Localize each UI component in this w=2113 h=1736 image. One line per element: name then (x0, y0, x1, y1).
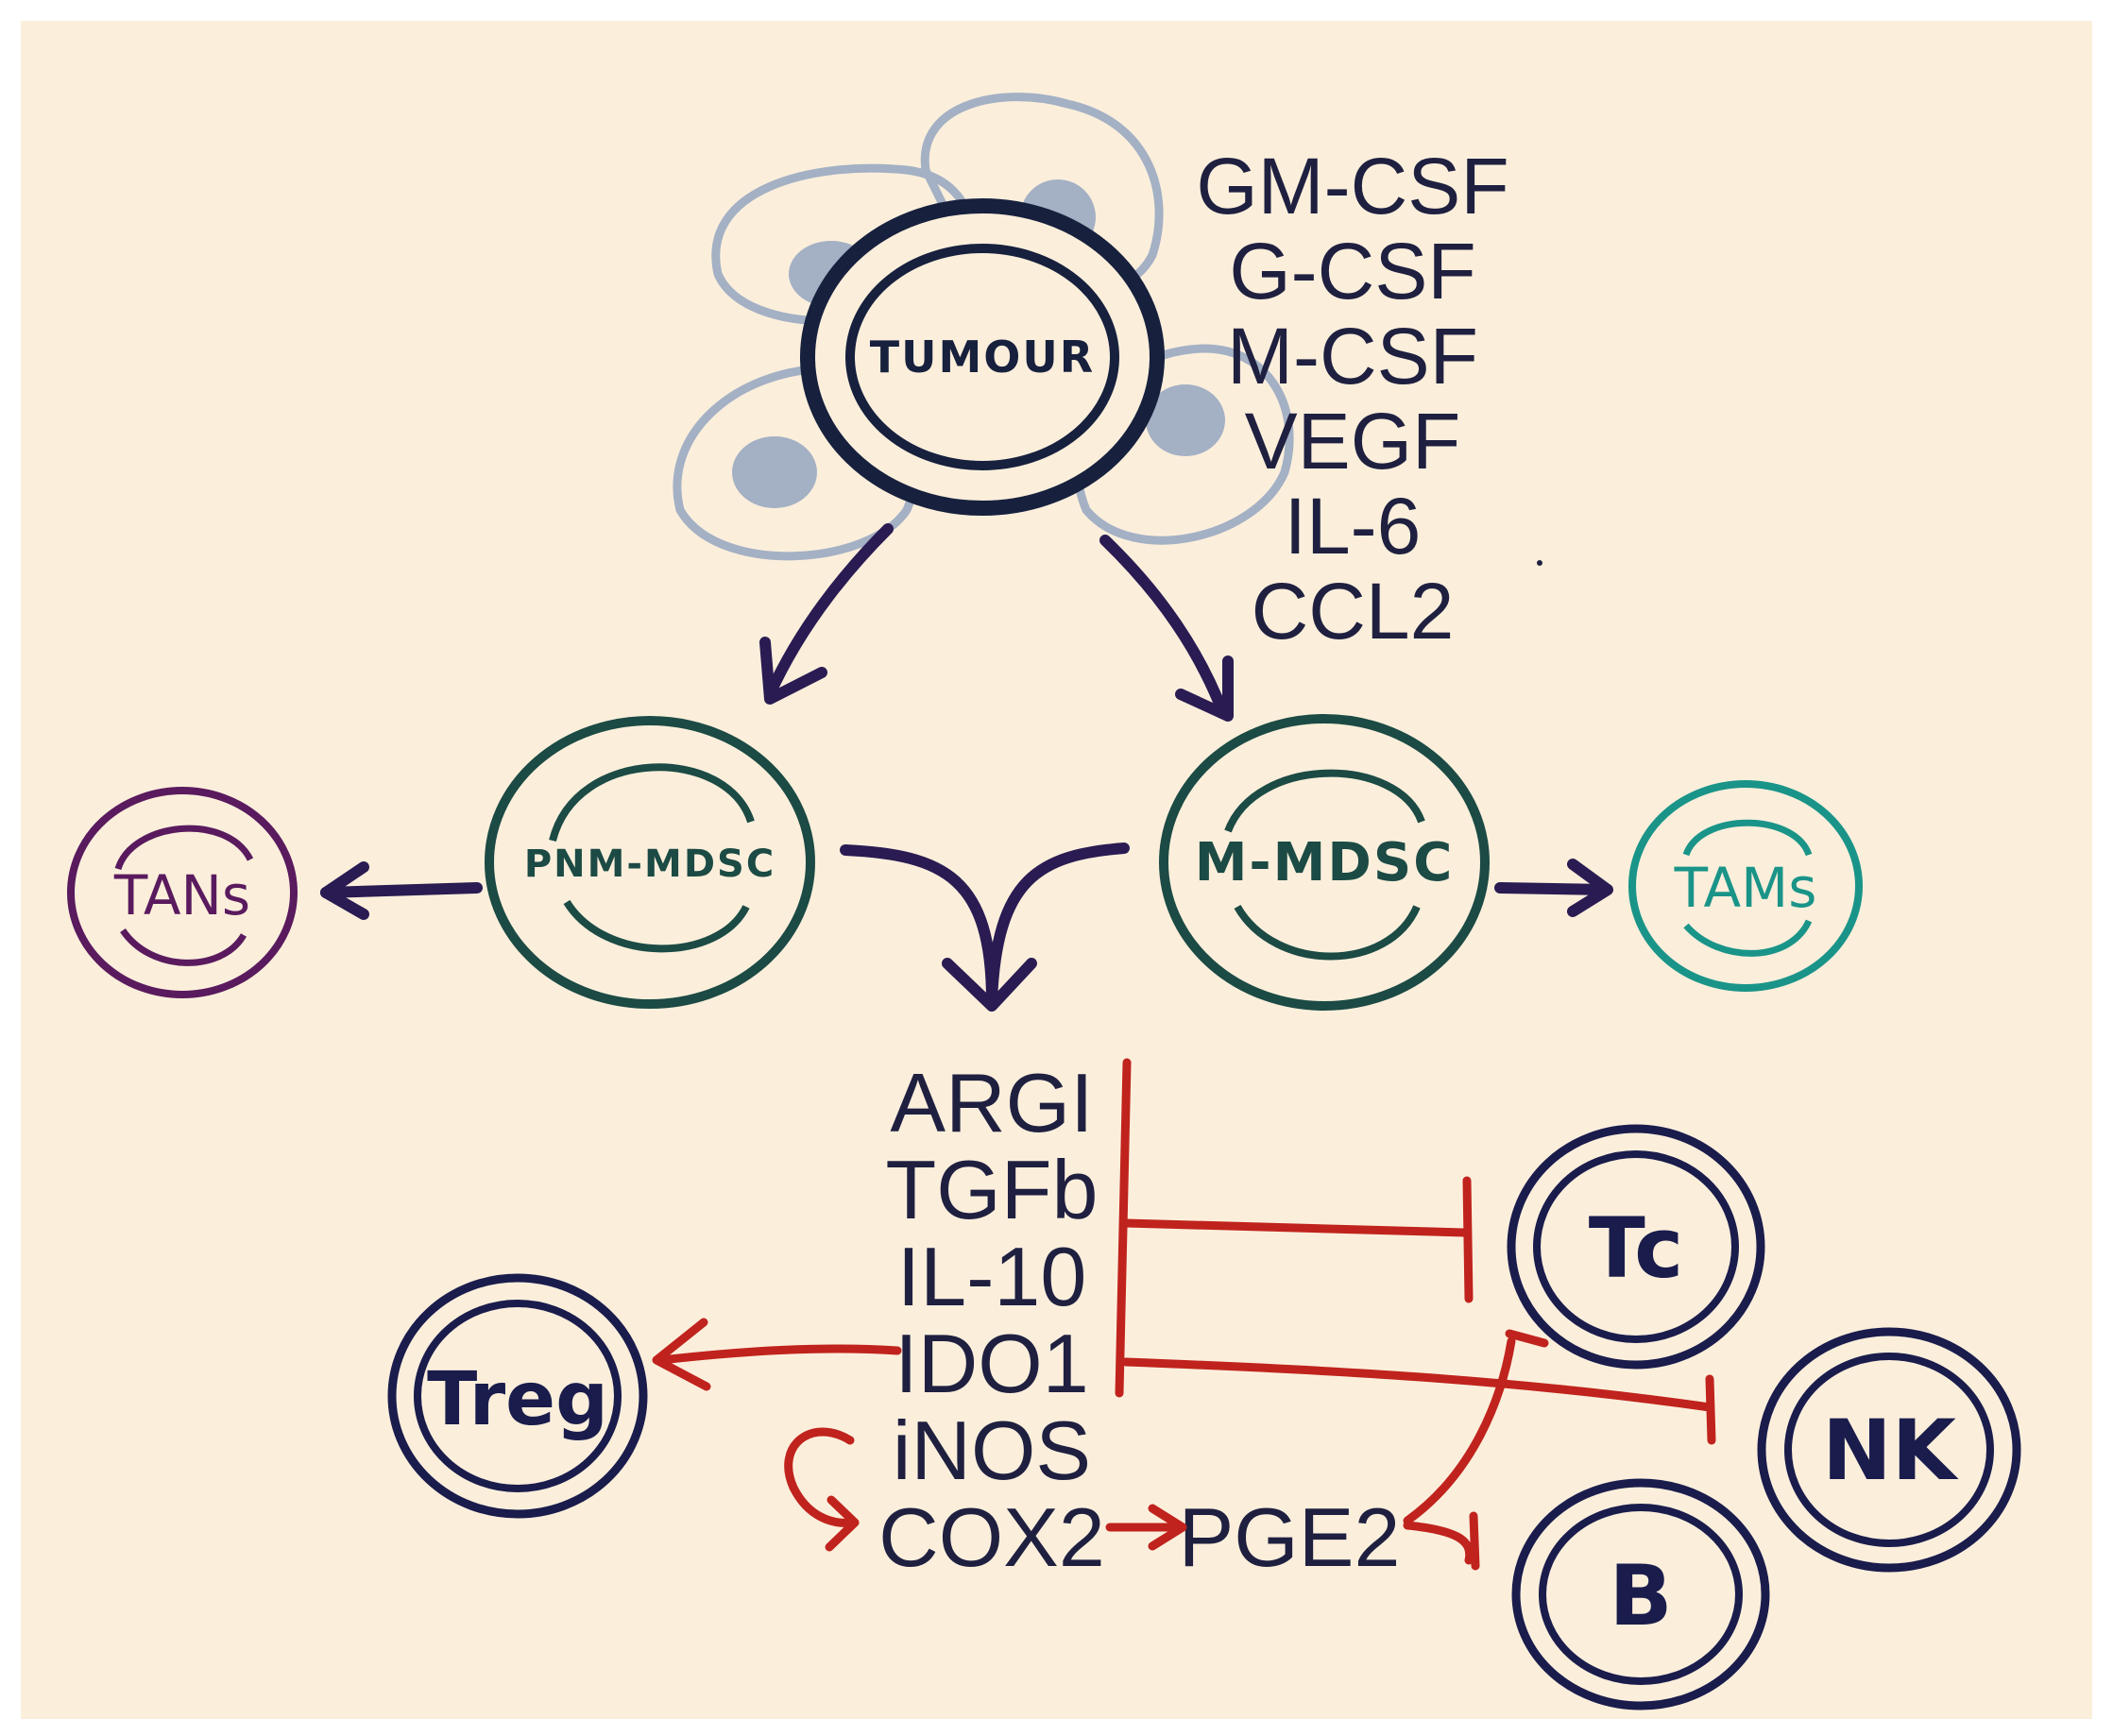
inhibit-nk-line (1121, 1357, 1714, 1412)
pge2-label: PGE2 (1179, 1490, 1401, 1584)
feedback-curve (784, 1427, 860, 1527)
pnm-mdsc-outer-ring (485, 716, 815, 1009)
pnm-mdsc-label: PNM-MDSC (524, 842, 775, 886)
tumour-arrows (759, 523, 1234, 722)
tumour-label: TUMOUR (870, 332, 1095, 383)
nk-node: NK (1757, 1327, 2021, 1573)
stray-dot (1537, 560, 1542, 566)
cytokine-item: VEGF (1245, 397, 1461, 485)
cytokine-list: GM-CSF G-CSF M-CSF VEGF IL-6 CCL2 (1196, 142, 1508, 655)
m-mdsc-label: M-MDSC (1195, 832, 1455, 894)
pnm-mdsc-node: PNM-MDSC (485, 716, 815, 1009)
inhibit-b-bar (1469, 1511, 1480, 1571)
tams-outer-ring (1628, 780, 1863, 992)
tc-label: Tc (1589, 1200, 1684, 1297)
cytokine-item: GM-CSF (1196, 142, 1508, 230)
m-mdsc-inner-arc (1224, 769, 1425, 833)
mediator-item: iNOS (893, 1404, 1091, 1497)
tans-label: TANs (113, 863, 250, 928)
tans-inner-arc (114, 825, 254, 871)
arrowhead (1148, 1504, 1187, 1551)
tans-outer-ring (67, 787, 298, 998)
mediator-item: TGFb (886, 1143, 1099, 1236)
nk-outer-ring (1757, 1327, 2021, 1573)
tans-node: TANs (67, 787, 298, 998)
converging-arrow-right (986, 842, 1130, 1007)
b-label: B (1609, 1547, 1672, 1644)
tans-inner-arc (120, 928, 247, 966)
mediator-item: IDO1 (895, 1317, 1088, 1410)
tumour-outer-ring (800, 198, 1165, 516)
treg-label: Treg (427, 1357, 608, 1442)
tams-inner-arc (1682, 819, 1813, 857)
tc-outer-ring (1507, 1124, 1765, 1370)
cytokine-item: CCL2 (1252, 567, 1455, 655)
inhibit-b-curve (1403, 1521, 1474, 1565)
arrow-to-tams (1494, 882, 1611, 895)
inhibit-tc-line (1121, 1218, 1469, 1237)
mediator-bracket-line (1115, 1058, 1132, 1398)
arrowhead (942, 958, 1037, 1012)
tams-node: TAMs (1628, 780, 1863, 992)
tc-node: Tc (1507, 1124, 1765, 1370)
arrowhead (1567, 859, 1613, 917)
b-node: B (1511, 1478, 1770, 1710)
b-outer-ring (1511, 1478, 1770, 1710)
arrow-to-tans (320, 882, 483, 898)
tumour-inner-ring (845, 244, 1119, 470)
tams-inner-arc (1683, 919, 1813, 957)
treg-node: Treg (387, 1273, 648, 1519)
m-mdsc-inner-arc (1234, 904, 1421, 961)
nucleus (732, 436, 817, 508)
arrowhead (825, 1495, 860, 1552)
inhibit-tc-bar (1462, 1176, 1474, 1303)
converging-arrow-left (840, 844, 997, 1007)
b-inner-ring (1539, 1504, 1743, 1685)
inhibit-nk-bar (1705, 1374, 1716, 1445)
treg-outer-ring (387, 1273, 648, 1519)
mediator-list: ARGI TGFb IL-10 IDO1 iNOS COX2 (878, 1056, 1105, 1584)
arrow-to-pnm-mdsc (764, 523, 894, 700)
nucleus (1146, 384, 1225, 456)
inhibition-lines (652, 1058, 1716, 1571)
arrow-to-treg (656, 1344, 902, 1365)
pnm-mdsc-inner-arc (563, 899, 750, 953)
cytokine-item: IL-6 (1285, 482, 1422, 570)
arrowhead (759, 637, 827, 705)
m-mdsc-node: M-MDSC (1159, 714, 1490, 1011)
inhibit-tc-curve-bar (1505, 1329, 1549, 1348)
mediator-item: IL-10 (897, 1230, 1087, 1323)
inhibit-tc-curve (1403, 1336, 1516, 1525)
m-mdsc-outer-ring (1159, 714, 1490, 1011)
tumour-node: TUMOUR (800, 198, 1165, 516)
tc-inner-ring (1533, 1150, 1739, 1343)
pnm-mdsc-inner-arc (549, 763, 755, 842)
nk-label: NK (1822, 1402, 1959, 1499)
mediator-item: ARGI (890, 1056, 1093, 1149)
treg-inner-ring (414, 1300, 622, 1492)
cytokine-item: M-CSF (1227, 312, 1478, 400)
mediator-item: COX2 (878, 1490, 1105, 1584)
arrow-to-m-mdsc (1099, 535, 1229, 719)
arrowhead (320, 861, 369, 920)
arrowhead (1175, 655, 1234, 722)
nk-inner-ring (1784, 1353, 1994, 1547)
mdsc-arrows (320, 842, 1613, 1012)
cytokine-item: G-CSF (1229, 227, 1475, 315)
arrowhead (652, 1318, 711, 1391)
tams-label: TAMs (1674, 856, 1817, 920)
